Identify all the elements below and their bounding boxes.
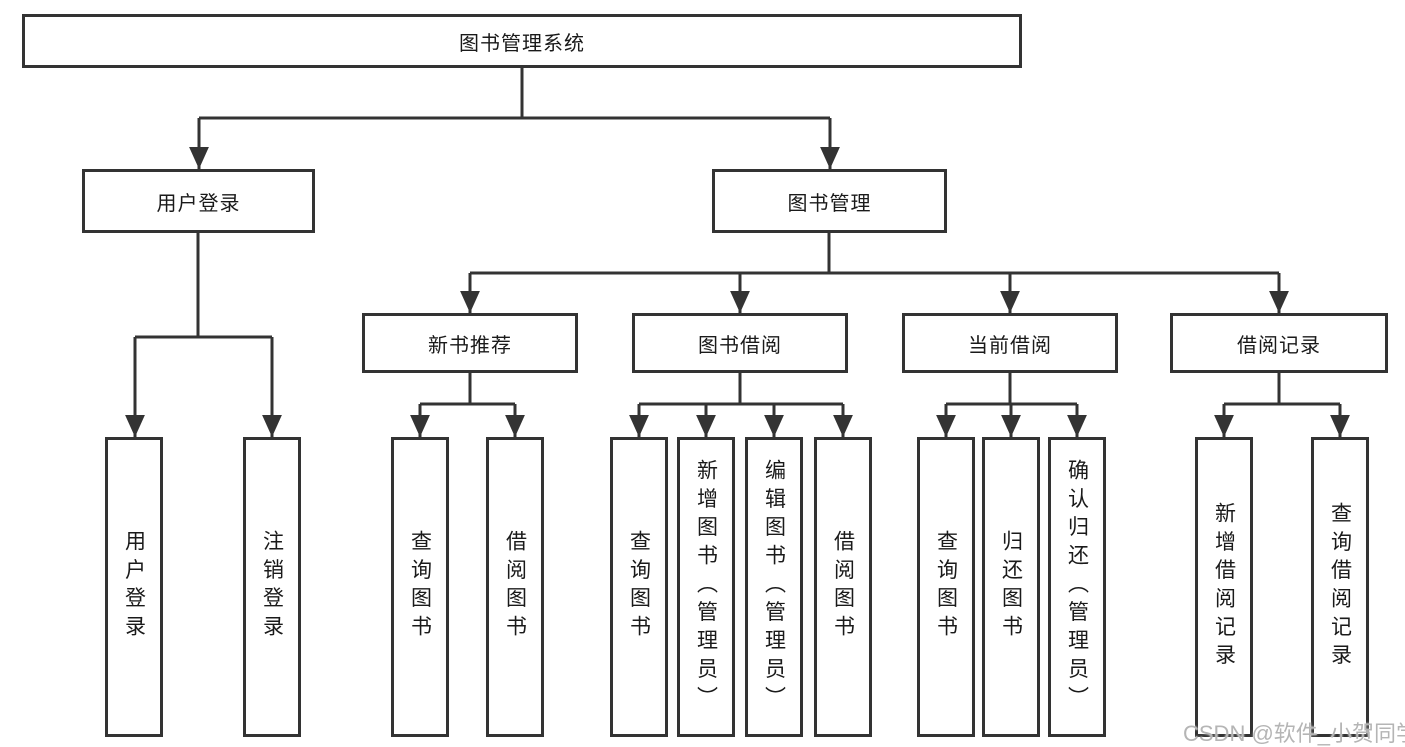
node-borrow-records: 借阅记录: [1170, 313, 1388, 373]
leaf-logout-login: 注销登录: [243, 437, 301, 737]
leaf-add-book-admin: 新增图书（管理员）: [677, 437, 735, 737]
leaf-return-book: 归还图书: [982, 437, 1040, 737]
leaf-query-books-current: 查询图书: [917, 437, 975, 737]
node-book-management: 图书管理: [712, 169, 947, 233]
leaf-borrow-books-borrow: 借阅图书: [814, 437, 872, 737]
leaf-borrow-books-recommend: 借阅图书: [486, 437, 544, 737]
node-current-borrow: 当前借阅: [902, 313, 1118, 373]
leaf-edit-book-admin: 编辑图书（管理员）: [745, 437, 803, 737]
leaf-query-books-recommend: 查询图书: [391, 437, 449, 737]
leaf-query-borrow-record: 查询借阅记录: [1311, 437, 1369, 737]
node-book-management-system: 图书管理系统: [22, 14, 1022, 68]
leaf-query-books-borrow: 查询图书: [610, 437, 668, 737]
node-book-borrow: 图书借阅: [632, 313, 848, 373]
leaf-confirm-return-admin: 确认归还（管理员）: [1048, 437, 1106, 737]
csdn-watermark: CSDN @软件_小贺同学: [1183, 721, 1405, 746]
leaf-user-login: 用户登录: [105, 437, 163, 737]
leaf-add-borrow-record: 新增借阅记录: [1195, 437, 1253, 737]
node-new-book-recommend: 新书推荐: [362, 313, 578, 373]
node-user-login: 用户登录: [82, 169, 315, 233]
